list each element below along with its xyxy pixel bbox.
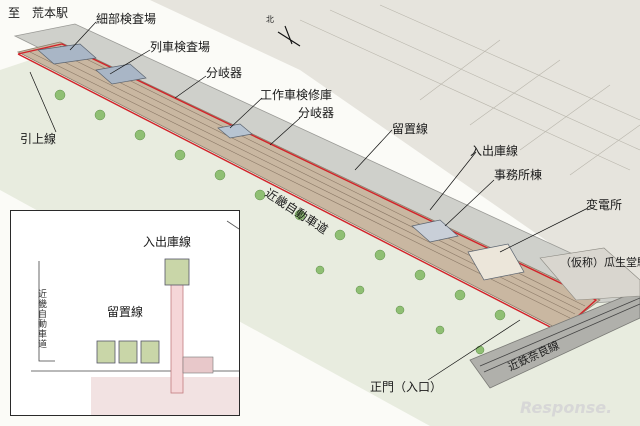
city-grid	[299, 4, 640, 176]
railway-bridge	[469, 289, 640, 389]
inspection-shed	[37, 43, 97, 65]
label-switch-2: 分岐器	[298, 106, 335, 120]
label-pull-out-track: 引上線	[20, 132, 57, 146]
section-train-upper	[164, 258, 190, 286]
label-station: （仮称）瓜生堂駅	[560, 256, 640, 269]
north-arrow	[277, 25, 301, 47]
section-pier	[170, 282, 184, 394]
label-train-inspection: 列車検査場	[150, 40, 211, 54]
label-depot-entry-track: 入出庫線	[470, 144, 519, 158]
label-office-building: 事務所棟	[494, 168, 543, 182]
train-inspection-shed	[95, 63, 147, 85]
city-background	[150, 0, 640, 300]
railway-rails	[479, 297, 640, 373]
section-train-2	[118, 340, 138, 364]
inset-label-storage: 留置線	[107, 305, 144, 319]
section-ground	[91, 377, 239, 415]
label-main-gate: 正門（入口）	[370, 380, 443, 394]
buildings	[37, 43, 525, 281]
watermark: Response.	[520, 398, 613, 417]
section-building	[182, 356, 214, 374]
depot-yard	[16, 41, 601, 331]
section-train-3	[140, 340, 160, 364]
leader-lines	[29, 21, 589, 381]
inset-label-expressway: 近畿自動車道	[38, 290, 48, 350]
label-storage-track: 留置線	[392, 122, 429, 136]
cross-section-drawing	[31, 220, 239, 415]
inset-label-depot-entry: 入出庫線	[143, 235, 192, 249]
direction-label: 至 荒本駅	[8, 6, 69, 20]
section-train-1	[96, 340, 116, 364]
label-switch-1: 分岐器	[206, 66, 243, 80]
lower-green-area	[0, 50, 640, 426]
office-building	[411, 219, 459, 243]
compass-label: 北	[266, 15, 274, 24]
label-substation: 変電所	[586, 198, 623, 212]
label-workshop: 工作車検修庫	[260, 88, 333, 102]
cross-section-inset: 入出庫線 留置線	[10, 210, 240, 416]
tree-row	[54, 89, 506, 355]
substation-building	[467, 243, 525, 281]
site-boundary	[17, 43, 598, 333]
label-inspection-detail: 細部検査場	[96, 12, 157, 26]
station-platform	[539, 247, 640, 301]
